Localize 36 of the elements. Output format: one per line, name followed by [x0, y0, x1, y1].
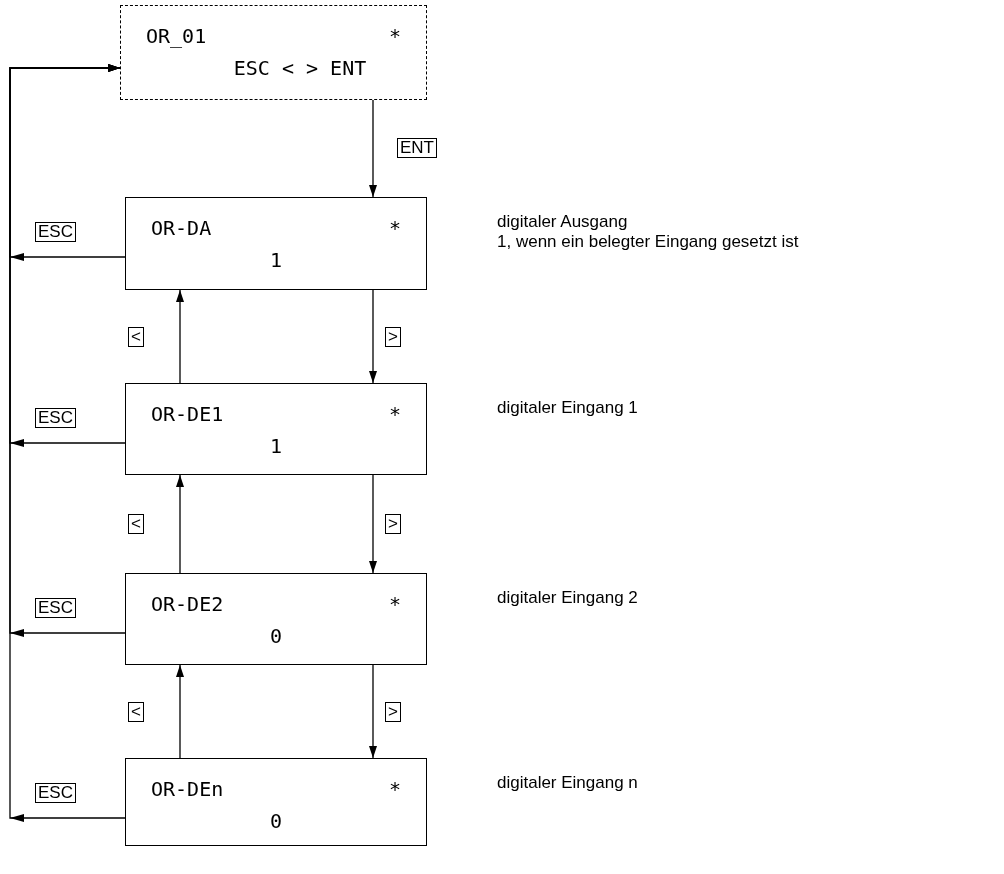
- description-text: digitaler Eingang 2: [497, 588, 638, 608]
- key-label: ESC: [35, 408, 76, 428]
- description-text: 1, wenn ein belegter Eingang gesetzt ist: [497, 232, 799, 252]
- asterisk-mark: *: [388, 592, 401, 616]
- display-value: 1: [270, 434, 282, 458]
- key-label: ESC: [35, 598, 76, 618]
- display-label: OR_01: [146, 24, 207, 48]
- key-label: ENT: [397, 137, 437, 158]
- display-box: [125, 197, 427, 290]
- asterisk-mark: *: [388, 216, 401, 240]
- description-text: digitaler Ausgang: [497, 212, 628, 232]
- display-box: [125, 383, 427, 475]
- display-value: 1: [270, 248, 282, 272]
- key-label: <: [128, 701, 144, 722]
- display-box: [125, 573, 427, 665]
- display-value: 0: [270, 809, 282, 833]
- description-text: digitaler Eingang 1: [497, 398, 638, 418]
- key-label: >: [385, 514, 401, 534]
- display-value: ESC < > ENT: [233, 56, 367, 80]
- description-text: digitaler Eingang n: [497, 773, 638, 793]
- asterisk-mark: *: [388, 24, 401, 48]
- key-label: ESC: [35, 783, 76, 803]
- key-label: <: [128, 326, 144, 347]
- display-label: OR-DA: [151, 216, 212, 240]
- display-label: OR-DE2: [151, 592, 224, 616]
- asterisk-mark: *: [388, 777, 401, 801]
- key-label: >: [385, 701, 401, 722]
- display-label: OR-DE1: [151, 402, 224, 426]
- key-label: >: [385, 326, 401, 347]
- key-label: <: [128, 514, 144, 534]
- display-value: 0: [270, 624, 282, 648]
- asterisk-mark: *: [388, 402, 401, 426]
- display-box: [120, 5, 427, 100]
- display-box: [125, 758, 427, 846]
- key-label: ESC: [35, 222, 76, 242]
- display-label: OR-DEn: [151, 777, 224, 801]
